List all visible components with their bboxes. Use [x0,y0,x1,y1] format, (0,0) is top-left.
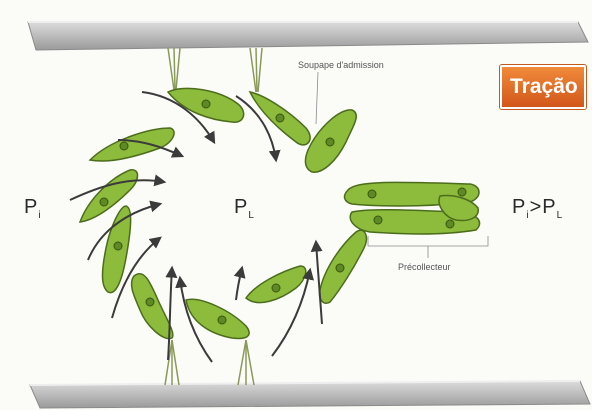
precollector-bracket [368,236,488,258]
pressure-relation-label: Pi>PL [512,196,562,219]
top-tissue-plate [28,22,588,50]
flow-arrow [236,268,242,300]
traction-badge: Tração [500,65,586,109]
endothelial-cell [132,274,173,339]
pressure-outside-label: Pi [24,196,41,219]
endothelial-cell [90,128,174,161]
bottom-tissue-plate [30,381,590,408]
valve-leader-line [316,72,318,124]
endothelial-cells [80,88,479,338]
valve-label: Soupape d'admission [298,60,384,70]
pressure-lumen-label: PL [234,196,254,219]
precollector-label: Précollecteur [398,262,451,272]
